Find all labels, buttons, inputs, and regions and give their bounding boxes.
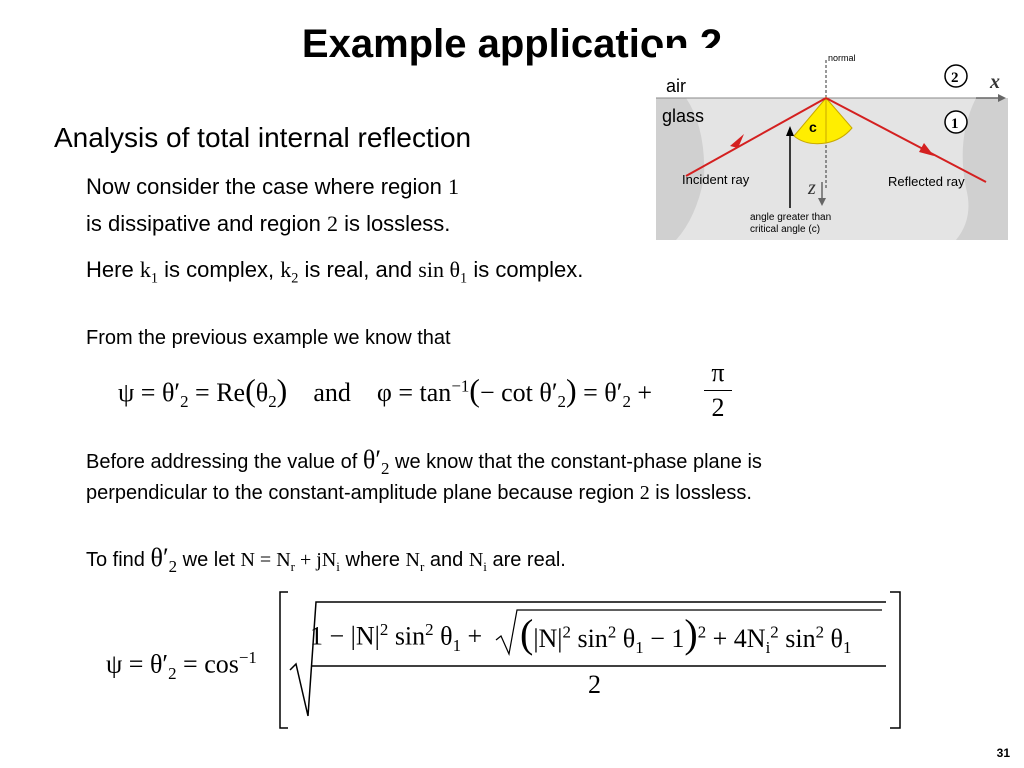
n-definition: N = Nr + jNi bbox=[240, 549, 340, 574]
region-2-label: 2 bbox=[951, 70, 959, 86]
bullet-text: is lossless. bbox=[344, 211, 451, 236]
before-text: we know that the constant-phase plane is bbox=[395, 451, 762, 473]
theta-letter: θ bbox=[449, 257, 461, 282]
before-line-2: perpendicular to the constant-amplitude … bbox=[86, 481, 752, 505]
right-bracket bbox=[890, 591, 901, 729]
k-subscript: 1 bbox=[150, 270, 158, 287]
region-number: 2 bbox=[326, 211, 338, 236]
bullet-text: is complex. bbox=[473, 257, 584, 282]
glass-edge-right bbox=[956, 98, 1008, 240]
slide-title: Example application 2 bbox=[301, 22, 723, 66]
incident-ray-arrowhead bbox=[730, 134, 744, 148]
bullet-line-3: Here k1 is complex, k2 is real, and sin … bbox=[86, 257, 583, 291]
equation-denominator: 2 bbox=[588, 670, 601, 699]
z-axis-arrowhead bbox=[818, 198, 826, 206]
glass-edge-left bbox=[656, 98, 705, 240]
sin-text: sin bbox=[418, 257, 444, 282]
incident-ray-label: Incident ray bbox=[682, 172, 750, 187]
x-axis-label: x bbox=[989, 71, 1000, 93]
theta-prime-2-symbol: θ′2 bbox=[362, 445, 390, 479]
before-text: perpendicular to the constant-amplitude … bbox=[86, 482, 635, 504]
k2-symbol: k2 bbox=[280, 257, 298, 286]
angle-pointer-arrowhead bbox=[786, 126, 794, 136]
before-line-1: Before addressing the value of θ′2 we kn… bbox=[86, 445, 762, 481]
bullet-text: is real, and bbox=[304, 257, 413, 282]
air-label: air bbox=[666, 76, 686, 96]
to-find-text: and bbox=[429, 549, 464, 571]
left-bracket bbox=[279, 591, 288, 729]
glass-label: glass bbox=[662, 106, 704, 126]
k-subscript: 2 bbox=[291, 270, 299, 287]
equation-psi-phi: ψ = θ′2 = Re(θ2) and φ = tan−1(− cot θ′2… bbox=[118, 372, 653, 412]
theta-subscript: 1 bbox=[460, 270, 468, 287]
reflected-ray-label: Reflected ray bbox=[888, 174, 965, 189]
before-text: is lossless. bbox=[655, 482, 752, 504]
region-1-label: 1 bbox=[951, 116, 959, 132]
equation-brackets-and-roots bbox=[279, 591, 901, 729]
incident-ray bbox=[685, 97, 827, 177]
theta-prime-2-symbol: θ′2 bbox=[150, 543, 178, 577]
z-axis-label: z bbox=[807, 177, 816, 199]
angle-note-line2: critical angle (c) bbox=[750, 224, 820, 235]
k-letter: k bbox=[280, 257, 292, 282]
inner-sqrt bbox=[495, 609, 882, 657]
slide-subtitle: Analysis of total internal reflection bbox=[54, 122, 472, 153]
bullet-line-2: is dissipative and region 2 is lossless. bbox=[86, 211, 450, 237]
bullet-text: Now consider the case where region bbox=[86, 174, 442, 199]
previous-example-text: From the previous example we know that bbox=[86, 327, 451, 349]
to-find-text: where bbox=[345, 549, 400, 571]
bullet-text: is dissipative and region bbox=[86, 211, 321, 236]
nr-symbol: Nr bbox=[405, 549, 425, 574]
to-find-text: we let bbox=[182, 549, 235, 571]
to-find-line: To find θ′2 we let N = Nr + jNi where Nr… bbox=[86, 543, 566, 579]
angle-note-line1: angle greater than bbox=[750, 212, 831, 223]
equation-numerator-right: (|N|2 sin2 θ1 − 1)2 + 4Ni2 sin2 θ1 bbox=[520, 611, 852, 658]
ni-symbol: Ni bbox=[468, 549, 487, 574]
reflected-ray bbox=[825, 97, 987, 183]
before-text: Before addressing the value of bbox=[86, 451, 358, 473]
x-axis-arrowhead bbox=[998, 94, 1006, 102]
bullet-text: Here bbox=[86, 257, 134, 282]
region-2-circle bbox=[944, 64, 968, 88]
normal-label: normal bbox=[828, 53, 856, 63]
to-find-text: are real. bbox=[492, 549, 566, 571]
reflected-ray-arrowhead bbox=[919, 143, 934, 156]
page-number: 31 bbox=[996, 746, 1010, 760]
to-find-text: To find bbox=[86, 549, 145, 571]
region-1-circle bbox=[944, 110, 968, 134]
equation-lhs: ψ = θ′2 = cos−1 bbox=[106, 648, 257, 683]
reflection-angle-wedge bbox=[825, 96, 853, 144]
outer-sqrt bbox=[289, 601, 886, 717]
sin-theta1-symbol: sin θ1 bbox=[418, 257, 467, 286]
region-number: 1 bbox=[447, 174, 459, 199]
region-number: 2 bbox=[639, 482, 650, 504]
angle-c-label: c bbox=[809, 119, 817, 135]
equation-numerator-left: 1 − |N|2 sin2 θ1 + bbox=[310, 620, 483, 655]
k-letter: k bbox=[139, 257, 151, 282]
total-internal-reflection-diagram: normal air glass c Incident ray Reflecte… bbox=[656, 48, 1008, 240]
bullet-line-1: Now consider the case where region 1 bbox=[86, 174, 459, 200]
bullet-text: is complex, bbox=[164, 257, 275, 282]
k1-symbol: k1 bbox=[139, 257, 158, 286]
